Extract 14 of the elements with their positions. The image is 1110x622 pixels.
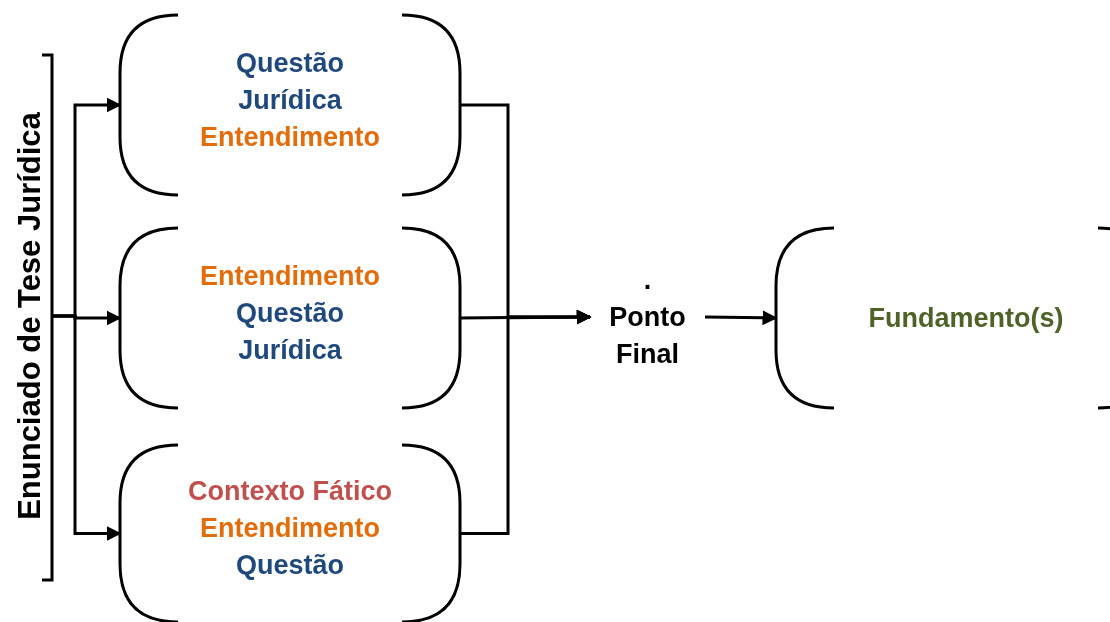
arrow (52, 314, 122, 541)
node-label: Questão Jurídica (235, 47, 345, 117)
arrow (704, 310, 778, 326)
arrow (460, 309, 592, 535)
node-label: Entendimento (199, 121, 381, 154)
node-label: . (642, 264, 653, 297)
node-label: Contexto Fático (187, 475, 393, 508)
node-label: Fundamento(s) (867, 302, 1065, 335)
node-label: Ponto Final (608, 301, 687, 371)
vertical-heading: Enunciado de Tese Jurídica (12, 112, 48, 520)
node-label: Questão (235, 549, 345, 582)
node-label: Entendimento (199, 512, 381, 545)
node-label: Entendimento (199, 260, 381, 293)
node-label: Questão Jurídica (235, 297, 345, 367)
